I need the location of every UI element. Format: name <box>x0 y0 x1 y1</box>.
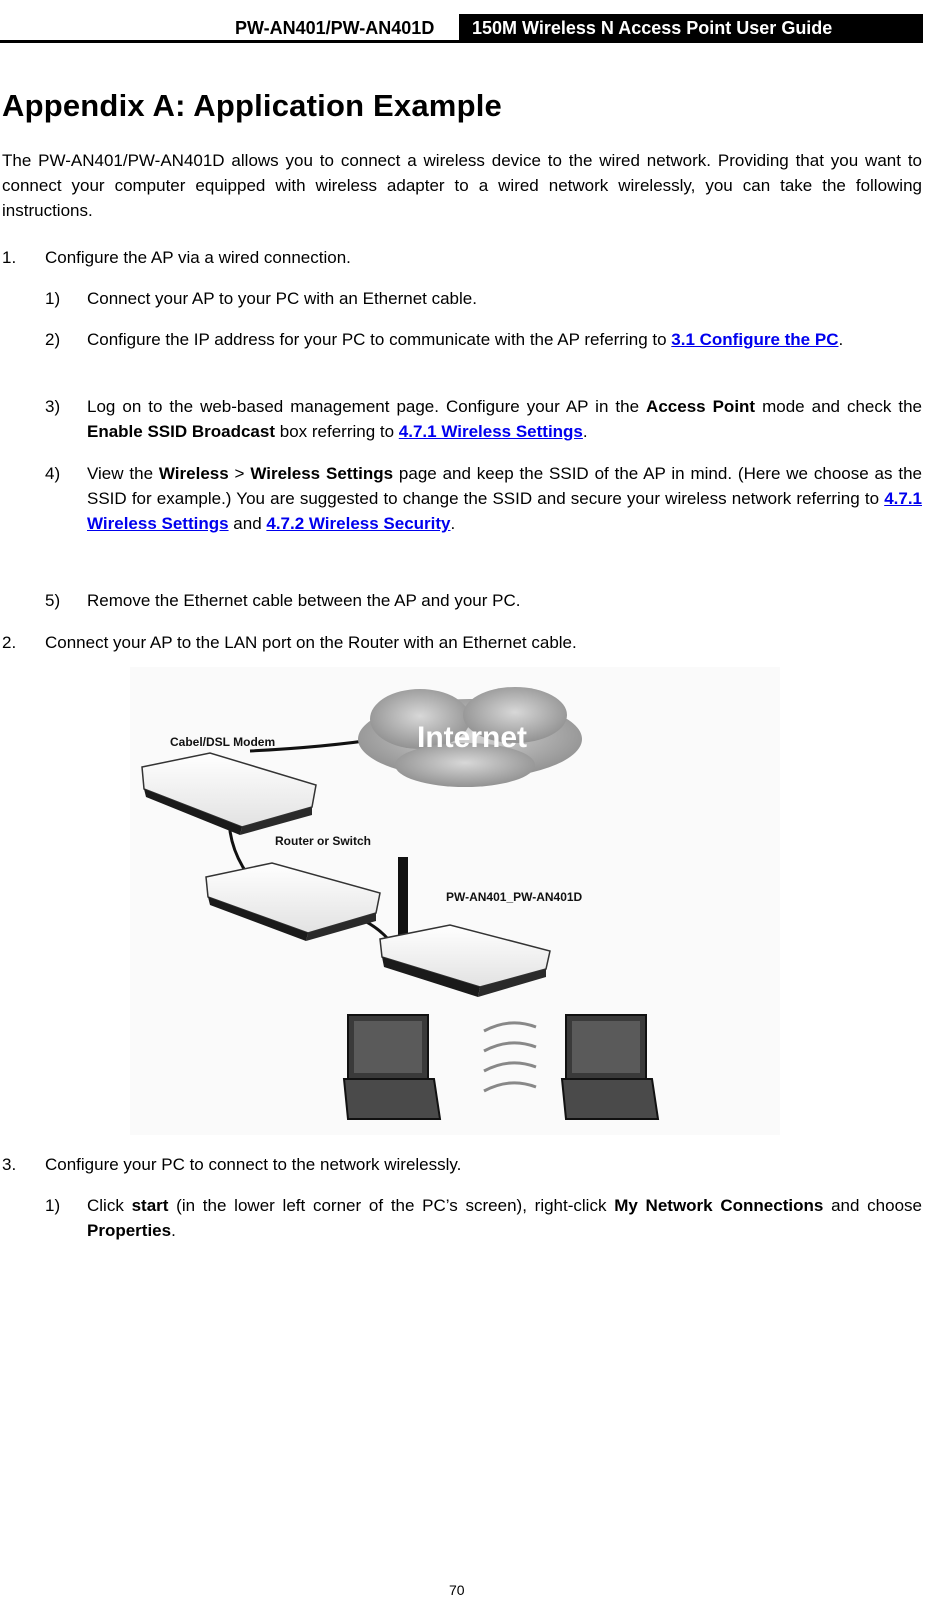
step1-4-text: View the Wireless > Wireless Settings pa… <box>87 464 923 533</box>
step1-1-number: 1) <box>45 289 61 308</box>
header-title: 150M Wireless N Access Point User Guide <box>472 18 833 38</box>
internet-cloud: Internet <box>358 687 582 787</box>
header-title-box <box>459 14 923 43</box>
step1-3-number: 3) <box>45 397 61 416</box>
ap-label: PW-AN401_PW-AN401D <box>446 890 583 904</box>
step3-number: 3. <box>2 1155 17 1174</box>
step1-2-text: Configure the IP address for your PC to … <box>87 330 844 349</box>
link-configure-pc[interactable]: 3.1 Configure the PC <box>671 330 839 349</box>
access-point-device: PW-AN401_PW-AN401D <box>379 857 583 997</box>
step1-2-number: 2) <box>45 330 61 349</box>
ap-antenna <box>398 857 408 941</box>
step1-1-text: Connect your AP to your PC with an Ether… <box>87 289 477 308</box>
step1-4-number: 4) <box>45 464 61 483</box>
modem-label: Cabel/DSL Modem <box>170 735 275 749</box>
modem-device: Cabel/DSL Modem <box>141 735 317 835</box>
link-wireless-security[interactable]: 4.7.2 Wireless Security <box>266 514 451 533</box>
step1-text: Configure the AP via a wired connection. <box>45 248 351 267</box>
internet-label: Internet <box>417 721 527 754</box>
laptop-right <box>560 1014 660 1120</box>
router-device: Router or Switch <box>205 834 381 941</box>
laptop-left <box>342 1014 442 1120</box>
step1-5-number: 5) <box>45 591 61 610</box>
step2-text: Connect your AP to the LAN port on the R… <box>45 633 577 652</box>
page-number: 70 <box>449 1582 465 1598</box>
step1-3-text: Log on to the web-based management page.… <box>87 397 923 441</box>
link-wireless-settings[interactable]: 4.7.1 Wireless Settings <box>398 422 583 441</box>
step3-1-number: 1) <box>45 1196 61 1215</box>
step1-number: 1. <box>2 248 17 267</box>
step3-text: Configure your PC to connect to the netw… <box>45 1155 462 1174</box>
router-label: Router or Switch <box>275 834 371 848</box>
header-model: PW-AN401/PW-AN401D <box>235 18 435 38</box>
page-heading: Appendix A: Application Example <box>2 88 502 123</box>
link-wireless-settings-2[interactable]: 4.7.1 Wireless Settings <box>87 489 922 533</box>
intro-paragraph: The PW-AN401/PW-AN401D allows you to con… <box>2 151 922 220</box>
step3-1-text: Click start (in the lower left corner of… <box>87 1196 922 1240</box>
step2-number: 2. <box>2 633 17 652</box>
step1-5-text: Remove the Ethernet cable between the AP… <box>87 591 521 610</box>
wireless-signal-icon <box>483 1021 537 1093</box>
network-diagram: Internet Cabel/DSL Modem Router or Switc… <box>130 667 780 1135</box>
